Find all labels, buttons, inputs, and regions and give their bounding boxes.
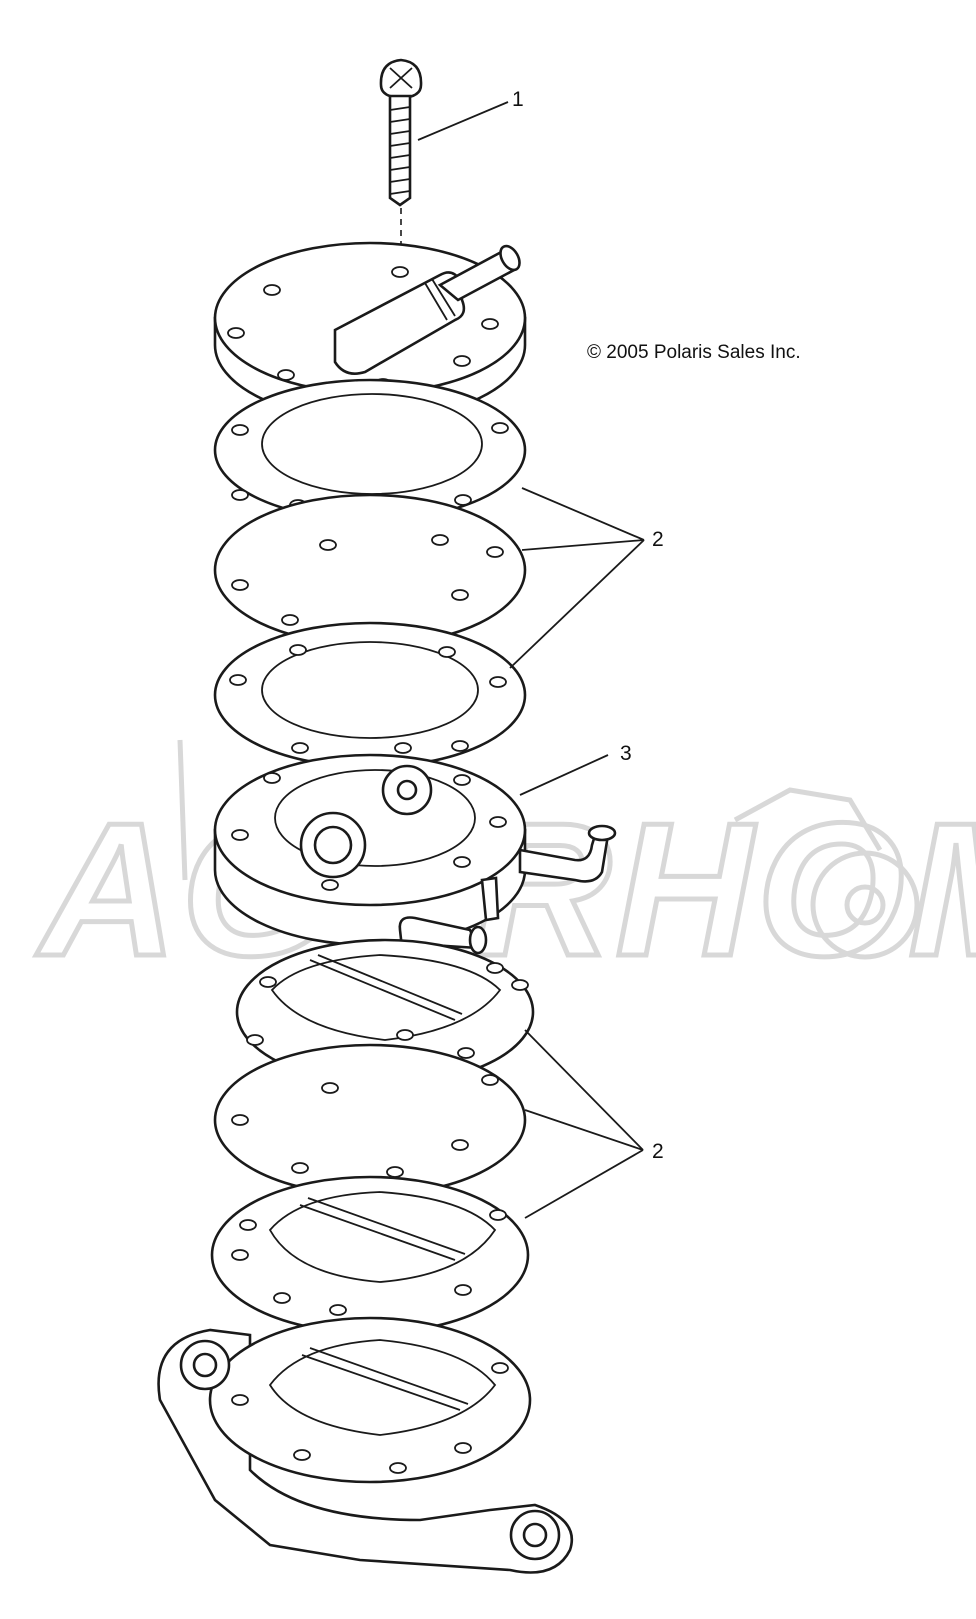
top-cover-part bbox=[213, 241, 527, 422]
callout-2-lower-label: 2 bbox=[652, 1140, 664, 1163]
gasket-slotted-1 bbox=[235, 938, 535, 1086]
callout-3-label: 3 bbox=[620, 742, 632, 765]
diaphragm-disc-2 bbox=[213, 1043, 527, 1197]
gasket-ring-2 bbox=[213, 621, 527, 769]
callout-1-label: 1 bbox=[512, 88, 524, 111]
gasket-slotted-2 bbox=[210, 1175, 530, 1335]
gasket-ring-1 bbox=[213, 378, 527, 522]
leader-lines bbox=[417, 101, 645, 1219]
base-plate-part bbox=[157, 1316, 574, 1574]
callout-2-upper-label: 2 bbox=[652, 528, 664, 551]
copyright-notice: © 2005 Polaris Sales Inc. bbox=[587, 342, 801, 363]
screw-part bbox=[379, 58, 423, 262]
